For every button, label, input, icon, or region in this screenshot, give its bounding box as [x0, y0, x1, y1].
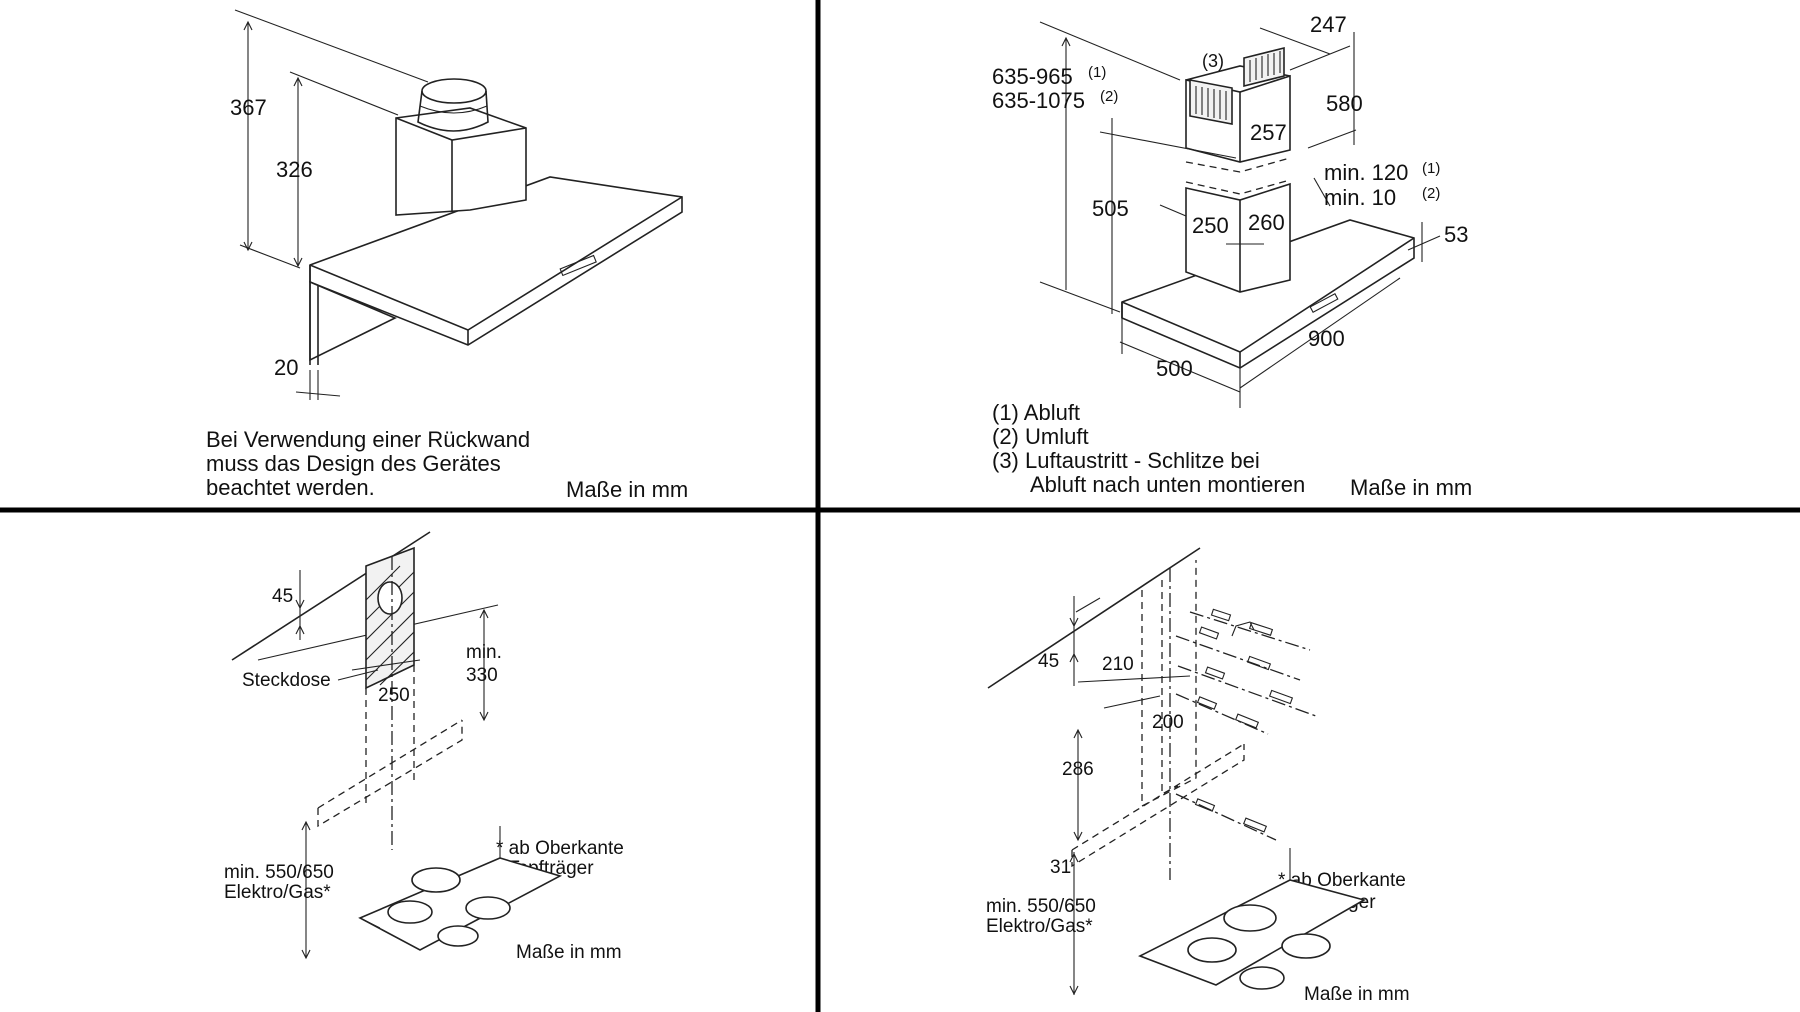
dim-580: 580: [1326, 91, 1363, 116]
dim-500: 500: [1156, 356, 1193, 381]
min-height-line-1: min. 550/650: [986, 896, 1096, 917]
height-range-2: 635-1075: [992, 88, 1085, 113]
note-line-3: beachtet werden.: [206, 475, 375, 500]
min-120-ref: (1): [1422, 160, 1440, 177]
units-label: Maße in mm: [1350, 475, 1472, 500]
panel-bottom-right: 45 210 200 286 31 min. 550/650 Elektro/G…: [986, 547, 1410, 1005]
note-line-1: Bei Verwendung einer Rückwand: [206, 427, 530, 452]
dim-45: 45: [272, 586, 293, 607]
duct-collar: [421, 78, 487, 104]
panel-top-left: 367 326 20 Bei Verwendung einer Rückwand…: [206, 9, 688, 502]
legend-4: Abluft nach unten montieren: [1030, 472, 1305, 497]
dim-326: 326: [276, 157, 313, 182]
dim-367: 367: [230, 95, 267, 120]
vent-slots-left: [1189, 79, 1233, 125]
dim-20: 20: [274, 355, 298, 380]
units-label: Maße in mm: [516, 942, 622, 963]
legend-1: (1) Abluft: [992, 400, 1080, 425]
burner-1: [1223, 904, 1277, 932]
motor-box: [395, 107, 527, 216]
min-10: min. 10: [1324, 185, 1396, 210]
burner-2: [1281, 933, 1331, 959]
ceiling-line: [231, 531, 431, 661]
legend-3: (3) Luftaustritt - Schlitze bei: [992, 448, 1260, 473]
panel-top-right: 247 (3) 635-965 (1) 635-1075 (2) 580 257…: [992, 12, 1472, 500]
note-line-1: * ab Oberkante: [496, 838, 624, 859]
min-10-ref: (2): [1422, 185, 1440, 202]
min-height-line-1: min. 550/650: [224, 862, 334, 883]
dim-31: 31: [1050, 857, 1071, 878]
dim-257: 257: [1250, 120, 1287, 145]
min-330-b: 330: [466, 665, 498, 686]
ceiling-line: [987, 547, 1201, 689]
note-line-2: muss das Design des Gerätes: [206, 451, 501, 476]
dim-250: 250: [378, 685, 410, 706]
dim-53: 53: [1444, 222, 1468, 247]
dim-247: 247: [1310, 12, 1347, 37]
dim-260: 260: [1248, 210, 1285, 235]
dim-200: 200: [1152, 712, 1184, 733]
dim-900: 900: [1308, 326, 1345, 351]
dim-505: 505: [1092, 196, 1129, 221]
units-label: Maße in mm: [566, 477, 688, 502]
dim-210: 210: [1102, 654, 1134, 675]
min-120: min. 120: [1324, 160, 1408, 185]
burner-1: [411, 867, 461, 893]
panel-bottom-left: 45 min. 330 Steckdose 250 min. 550/650 E…: [224, 531, 624, 963]
dim-45: 45: [1038, 651, 1059, 672]
height-range-1: 635-965: [992, 64, 1073, 89]
min-height-line-2: Elektro/Gas*: [224, 882, 331, 903]
burner-4: [437, 925, 479, 947]
legend-2: (2) Umluft: [992, 424, 1089, 449]
burner-3: [387, 900, 433, 924]
height-range-1-ref: (1): [1088, 64, 1106, 81]
burner-4: [1239, 966, 1285, 990]
height-range-2-ref: (2): [1100, 88, 1118, 105]
dim-286: 286: [1062, 759, 1094, 780]
socket-label: Steckdose: [242, 670, 331, 691]
fixing-screws: [1175, 608, 1317, 841]
ref-3: (3): [1202, 51, 1224, 71]
duct-opening: [377, 581, 403, 615]
control-panel: [1309, 293, 1339, 313]
units-label: Maße in mm: [1304, 984, 1410, 1005]
min-330-a: min.: [466, 642, 502, 663]
dim-250: 250: [1192, 213, 1229, 238]
control-panel: [559, 254, 597, 277]
chimney-lower: [1185, 182, 1291, 293]
min-height-line-2: Elektro/Gas*: [986, 916, 1093, 937]
burner-3: [1187, 937, 1237, 963]
burner-2: [465, 896, 511, 920]
